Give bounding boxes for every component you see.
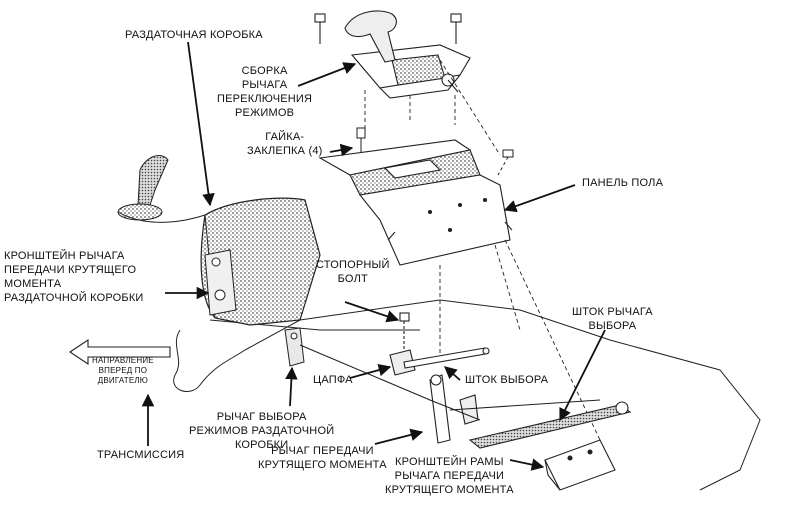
forward-direction-arrow [69,338,171,366]
label-floor-panel: ПАНЕЛЬ ПОЛА [582,177,664,189]
floor-panel [318,139,513,266]
label-transmission: ТРАНСМИССИЯ [97,449,185,461]
label-torque-lever-bracket: КРОНШТЕЙН РЫЧАГА ПЕРЕДАЧИ КРУТЯЩЕГО МОМЕ… [4,250,144,304]
label-torque-lever: РЫЧАГ ПЕРЕДАЧИ КРУТЯЩЕГО МОМЕНТА [258,445,387,471]
label-selector-rod-lever: ШТОК РЫЧАГА ВЫБОРА [572,306,653,332]
shift-lever-assembly [314,10,471,99]
label-transfer-case: РАЗДАТОЧНАЯ КОРОБКА [125,29,263,41]
leader-transfer-case [187,41,215,207]
label-range-lever: РЫЧАГ ВЫБОРА РЕЖИМОВ РАЗДАТОЧНОЙ КОРОБКИ [189,411,335,451]
leader-trunnion [349,363,392,379]
leader-rivet-nut [329,143,354,157]
label-torque-lever-frame-bracket: КРОНШТЕЙН РАМЫ РЫЧАГА ПЕРЕДАЧИ КРУТЯЩЕГО… [385,456,514,496]
leader-selector-rod-lever [559,329,606,422]
leader-frame-bracket [509,458,545,471]
label-stop-bolt: СТОПОРНЫЙ БОЛТ [316,259,390,285]
rivet-nut [356,127,366,152]
label-rivet-nut: ГАЙКА- ЗАКЛЕПКА (4) [247,131,323,157]
panel-guide-lines [439,239,601,441]
label-forward-direction: НАПРАВЛЕНИЕ ВПЕРЕД ПО ДВИГАТЕЛЮ [92,356,154,385]
label-selector-rod: ШТОК ВЫБОРА [465,374,549,386]
leader-selector-rod [444,366,461,381]
leader-arrows [141,41,606,471]
leader-range-lever [285,366,298,407]
leader-shift-assembly [297,62,357,87]
leader-floor-panel [503,184,576,213]
panel-bolt [497,149,514,176]
label-trunnion: ЦАПФА [313,374,353,386]
assembly-guide-lines [364,59,501,156]
leader-stop-bolt [344,301,400,323]
leader-torque-lever [374,428,424,445]
label-shift-lever-assembly: СБОРКА РЫЧАГА ПЕРЕКЛЮЧЕНИЯ РЕЖИМОВ [217,65,313,119]
transfer-case-body [117,155,321,367]
